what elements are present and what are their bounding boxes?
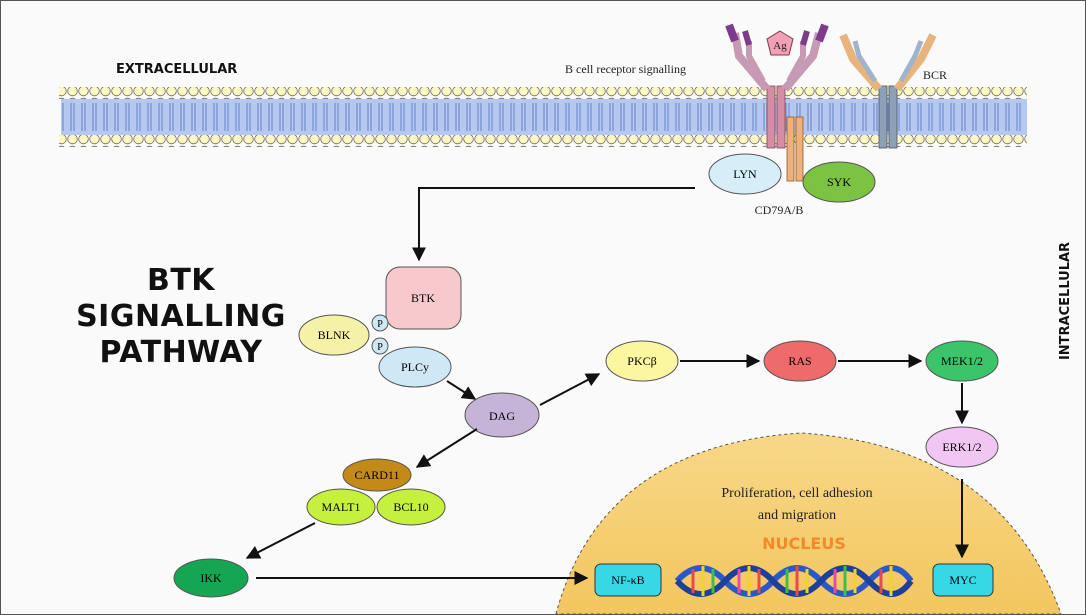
lyn-label: LYN [733, 167, 757, 181]
intracellular-label: INTRACELLULAR [1058, 242, 1073, 360]
antigen-shape [766, 30, 794, 56]
nfkb-node [594, 563, 662, 597]
plcy-label: PLCy [401, 360, 429, 374]
bcr-label: BCR [923, 68, 947, 82]
mek-node [925, 340, 999, 382]
dag-label: DAG [489, 409, 515, 423]
ikk-node [173, 558, 249, 598]
pkcb-label: PKCβ [627, 354, 656, 368]
pathway-title: BTK SIGNALLING PATHWAY [61, 263, 301, 371]
arrow-plcy-to-dag [446, 380, 477, 400]
malt1-label: MALT1 [322, 500, 361, 514]
blnk-label: BLNK [318, 328, 351, 342]
nucleus-text-line-1: Proliferation, cell adhesion [721, 486, 872, 501]
title-line-3: PATHWAY [99, 335, 263, 370]
arrow-malt1-to-ikk [245, 522, 316, 559]
b-cell-receptor-signalling-label: B cell receptor signalling [565, 62, 686, 76]
extracellular-label: EXTRACELLULAR [116, 62, 237, 77]
erk-label: ERK1/2 [942, 440, 981, 454]
phospho-1-label: P [377, 319, 383, 330]
nucleus-text-line-2: and migration [758, 508, 836, 523]
bcl10-label: BCL10 [393, 500, 428, 514]
title-line-1: BTK [146, 263, 216, 298]
arrow-lyn-to-btk [412, 187, 695, 262]
ras-label: RAS [788, 354, 811, 368]
arrow-dag-to-card11 [415, 428, 478, 468]
cd79-chains [786, 116, 804, 182]
phospho-2 [371, 337, 389, 355]
myc-node [932, 563, 994, 597]
malt1-node [306, 488, 376, 526]
syk-label: SYK [827, 175, 851, 189]
card11-label: CARD11 [355, 468, 400, 482]
btk-node [385, 266, 462, 330]
nucleus-label: NUCLEUS [762, 534, 846, 553]
ikk-label: IKK [200, 571, 222, 585]
arrow-dag-to-pkcb [539, 373, 601, 406]
syk-node [802, 161, 876, 203]
lyn-node [708, 153, 782, 195]
phospho-1 [371, 314, 389, 332]
mek-label: MEK1/2 [941, 354, 983, 368]
phospho-2-label: P [377, 342, 383, 353]
card11-node [342, 458, 412, 492]
b-cell-receptor-antigen [725, 23, 829, 149]
antigen-label: Ag [773, 40, 787, 52]
blnk-node [298, 314, 370, 356]
dna-helix [674, 565, 914, 597]
plcy-node [378, 346, 452, 388]
myc-label: MYC [949, 573, 976, 587]
nfkb-label: NF-κB [611, 573, 644, 587]
bcr-receptor [839, 33, 937, 149]
dag-node [464, 392, 540, 438]
cd79-label: CD79A/B [755, 203, 804, 217]
bcl10-node [376, 488, 446, 526]
ras-node [763, 340, 837, 382]
pkcb-node [605, 340, 679, 382]
btk-label: BTK [411, 291, 435, 305]
erk-node [925, 426, 999, 468]
title-line-2: SIGNALLING [76, 299, 286, 334]
